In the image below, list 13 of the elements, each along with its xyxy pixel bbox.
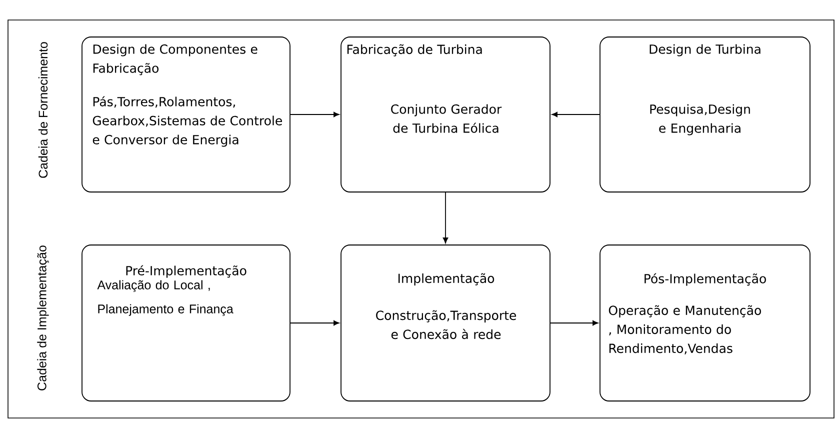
side-label: Cadeia de Fornecimento bbox=[38, 42, 48, 178]
process-box: Design de Componentes e Fabricação Pás,Torres,Rolamentos, Gearbox,Sistemas de Controle e Conversor de Energia bbox=[82, 36, 290, 192]
side-label: Cadeia de Implementação bbox=[37, 246, 49, 390]
process-box: Pós-Implementação Operação e Manutenção , Monitoramento do Rendimento,Vendas bbox=[600, 244, 810, 402]
process-box: Fabricação de Turbina Conjunto Gerador de Turbina Eólica bbox=[340, 36, 550, 192]
arrow bbox=[290, 320, 340, 326]
arrow bbox=[290, 112, 340, 118]
arrow bbox=[550, 320, 598, 326]
arrow bbox=[552, 112, 600, 118]
process-box: Design de Turbina Pesquisa,Design e Engenharia bbox=[600, 36, 810, 192]
process-box: Pré-Implementação Avaliação do Local , Planejamento e Finança bbox=[82, 244, 290, 402]
process-box: Implementação Construção,Transporte e Conexão à rede bbox=[340, 244, 550, 402]
arrow bbox=[442, 192, 448, 244]
